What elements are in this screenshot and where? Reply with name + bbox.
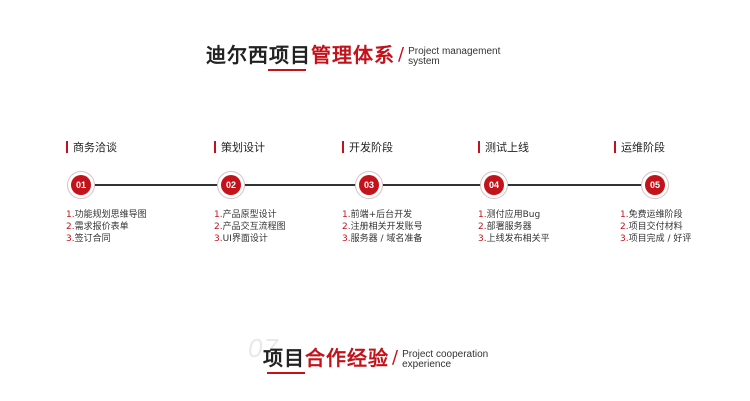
list-item: 1.功能规划思维导图 xyxy=(66,210,147,220)
stage-number: 02 xyxy=(221,175,241,195)
stage-label-4: 测试上线 xyxy=(478,139,529,155)
footer-english: Project cooperation experience xyxy=(402,350,488,370)
stage-marker xyxy=(614,141,616,153)
stage-items-4: 1.测付应用Bug 2.部署服务器 3.上线发布相关平 xyxy=(478,209,550,245)
ghost-section-number: 07 xyxy=(248,333,279,363)
footer-heading: 项目合作经验 / Project cooperation experience xyxy=(263,345,488,371)
stage-title: 策划设计 xyxy=(221,141,265,154)
footer-slash: / xyxy=(392,347,399,368)
footer-english-line1: Project cooperation xyxy=(402,349,489,360)
stage-items-1: 1.功能规划思维导图 2.需求报价表单 3.签订合同 xyxy=(66,209,147,245)
list-item: 2.产品交互流程图 xyxy=(214,222,286,232)
section-heading: 迪尔西项目管理体系 / Project management system xyxy=(206,42,500,68)
footer-title-accent: 合作经验 xyxy=(305,346,389,370)
list-item: 1.免费运维阶段 xyxy=(620,210,683,220)
list-item: 1.测付应用Bug xyxy=(478,210,541,220)
stage-title: 商务洽谈 xyxy=(73,141,117,154)
heading-title-brand: 迪尔西 xyxy=(206,43,269,67)
list-item: 1.前端+后台开发 xyxy=(342,210,413,220)
heading-underline xyxy=(268,69,306,71)
stage-items-3: 1.前端+后台开发 2.注册相关开发账号 3.服务器 / 域名准备 xyxy=(342,209,423,245)
list-item: 2.部署服务器 xyxy=(478,222,532,232)
stage-node-3: 03 xyxy=(355,171,383,199)
footer-title: 项目合作经验 xyxy=(263,345,389,371)
stage-marker xyxy=(478,141,480,153)
stage-label-2: 策划设计 xyxy=(214,139,265,155)
heading-title-accent: 管理体系 xyxy=(311,43,395,67)
stage-marker xyxy=(66,141,68,153)
stage-node-4: 04 xyxy=(480,171,508,199)
stage-items-5: 1.免费运维阶段 2.项目交付材料 3.项目完成 / 好评 xyxy=(620,209,691,245)
list-item: 3.签订合同 xyxy=(66,234,111,244)
stage-title: 开发阶段 xyxy=(349,141,393,154)
list-item: 3.项目完成 / 好评 xyxy=(620,234,692,244)
stage-node-5: 05 xyxy=(641,171,669,199)
heading-title: 迪尔西项目管理体系 xyxy=(206,42,395,68)
stage-label-5: 运维阶段 xyxy=(614,139,665,155)
stage-marker xyxy=(342,141,344,153)
list-item: 3.上线发布相关平 xyxy=(478,234,550,244)
footer-underline xyxy=(267,372,305,374)
stage-node-2: 02 xyxy=(217,171,245,199)
heading-slash: / xyxy=(398,44,405,65)
list-item: 2.项目交付材料 xyxy=(620,222,683,232)
stage-number: 03 xyxy=(359,175,379,195)
list-item: 3.UI界面设计 xyxy=(214,234,268,244)
stage-marker xyxy=(214,141,216,153)
stage-number: 05 xyxy=(645,175,665,195)
stage-items-2: 1.产品原型设计 2.产品交互流程图 3.UI界面设计 xyxy=(214,209,286,245)
stage-title: 运维阶段 xyxy=(621,141,665,154)
list-item: 3.服务器 / 域名准备 xyxy=(342,234,423,244)
heading-english: Project management system xyxy=(408,47,500,67)
stage-label-1: 商务洽谈 xyxy=(66,139,117,155)
list-item: 2.注册相关开发账号 xyxy=(342,222,423,232)
heading-english-line1: Project management xyxy=(408,46,501,57)
heading-english-line2: system xyxy=(408,56,440,67)
stage-number: 04 xyxy=(484,175,504,195)
list-item: 2.需求报价表单 xyxy=(66,222,129,232)
footer-english-line2: experience xyxy=(402,359,451,370)
stage-title: 测试上线 xyxy=(485,141,529,154)
list-item: 1.产品原型设计 xyxy=(214,210,277,220)
stage-node-1: 01 xyxy=(67,171,95,199)
stage-label-3: 开发阶段 xyxy=(342,139,393,155)
heading-title-mid: 项目 xyxy=(269,43,311,67)
footer-title-mid: 项目 xyxy=(263,346,305,370)
stage-number: 01 xyxy=(71,175,91,195)
